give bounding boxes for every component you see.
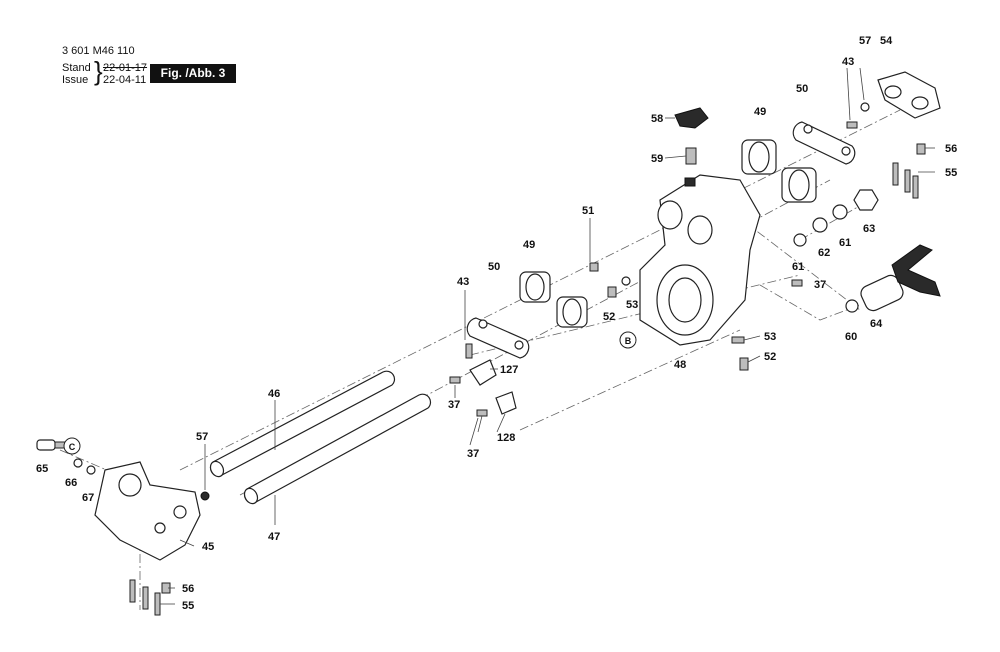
part-65-pin xyxy=(36,439,70,451)
callout-63: 63 xyxy=(863,223,875,235)
ref-c-label: C xyxy=(69,442,76,452)
part-66-washer xyxy=(73,458,83,468)
part-47-lower-tube xyxy=(243,393,432,505)
callout-53-right: 53 xyxy=(764,331,776,343)
callout-50-left: 50 xyxy=(488,261,500,273)
part-49-roller-lower xyxy=(519,271,588,328)
callout-66: 66 xyxy=(65,477,77,489)
part-48-housing xyxy=(639,174,761,346)
part-45-bracket xyxy=(94,461,210,616)
callout-43-right: 43 xyxy=(842,56,854,68)
callout-57-right: 57 xyxy=(859,35,871,47)
callout-64: 64 xyxy=(870,318,883,330)
callout-62: 62 xyxy=(818,247,830,259)
callout-61-upper: 61 xyxy=(839,237,851,249)
callout-47: 47 xyxy=(268,531,280,543)
callout-49-right: 49 xyxy=(754,106,766,118)
new-date: 22-04-11 xyxy=(103,74,147,86)
callout-55-right: 55 xyxy=(945,167,957,179)
part-50-link-plate-upper xyxy=(792,121,856,165)
callout-58: 58 xyxy=(651,113,663,125)
callout-53-mid: 53 xyxy=(626,299,638,311)
part-58-knob xyxy=(674,107,709,129)
ref-b-label: B xyxy=(625,336,632,346)
ref-circle-b: B xyxy=(619,331,637,349)
callout-49-left: 49 xyxy=(523,239,535,251)
part-50-link-plate-lower xyxy=(466,317,530,359)
callout-60: 60 xyxy=(845,331,857,343)
callout-54: 54 xyxy=(880,35,893,47)
callout-128: 128 xyxy=(497,432,515,444)
part-59-spring xyxy=(685,147,697,165)
callout-56-right: 56 xyxy=(945,143,957,155)
callout-52-mid: 52 xyxy=(603,311,615,323)
ref-circle-c: C xyxy=(63,437,81,455)
issue-label: Issue xyxy=(62,74,89,86)
callout-37-b: 37 xyxy=(467,448,479,460)
callout-45: 45 xyxy=(202,541,214,553)
callout-52-right: 52 xyxy=(764,351,776,363)
callout-57-left: 57 xyxy=(196,431,208,443)
callout-127: 127 xyxy=(500,364,518,376)
part-54-end-cap xyxy=(877,71,941,119)
part-46-upper-tube xyxy=(209,370,396,478)
callout-46: 46 xyxy=(268,388,280,400)
callout-51: 51 xyxy=(582,205,594,217)
leader-lines xyxy=(160,67,935,605)
stand-label: Stand xyxy=(62,62,91,74)
callout-48: 48 xyxy=(674,359,686,371)
part-64-handle xyxy=(860,244,941,312)
brace: } xyxy=(94,56,103,86)
part-67-clip xyxy=(86,465,96,475)
figure-badge: Fig. /Abb. 3 xyxy=(150,64,236,83)
callout-61-lower: 61 xyxy=(792,261,804,273)
callout-65: 65 xyxy=(36,463,48,475)
part-49-roller-upper xyxy=(741,139,817,203)
callout-67: 67 xyxy=(82,492,94,504)
part-number: 3 601 M46 110 xyxy=(62,45,135,57)
callout-37-a: 37 xyxy=(448,399,460,411)
callout-56-left: 56 xyxy=(182,583,194,595)
fasteners-group xyxy=(449,102,926,417)
callout-43-left: 43 xyxy=(457,276,469,288)
callout-37-c: 37 xyxy=(814,279,826,291)
callout-59: 59 xyxy=(651,153,663,165)
old-date: 22-01-17 xyxy=(103,62,148,74)
callout-50-right: 50 xyxy=(796,83,808,95)
callout-labels: 46 47 57 45 56 55 65 66 67 43 50 49 51 5… xyxy=(36,35,957,612)
washers-nuts-group xyxy=(793,189,879,313)
callout-55-left: 55 xyxy=(182,600,194,612)
